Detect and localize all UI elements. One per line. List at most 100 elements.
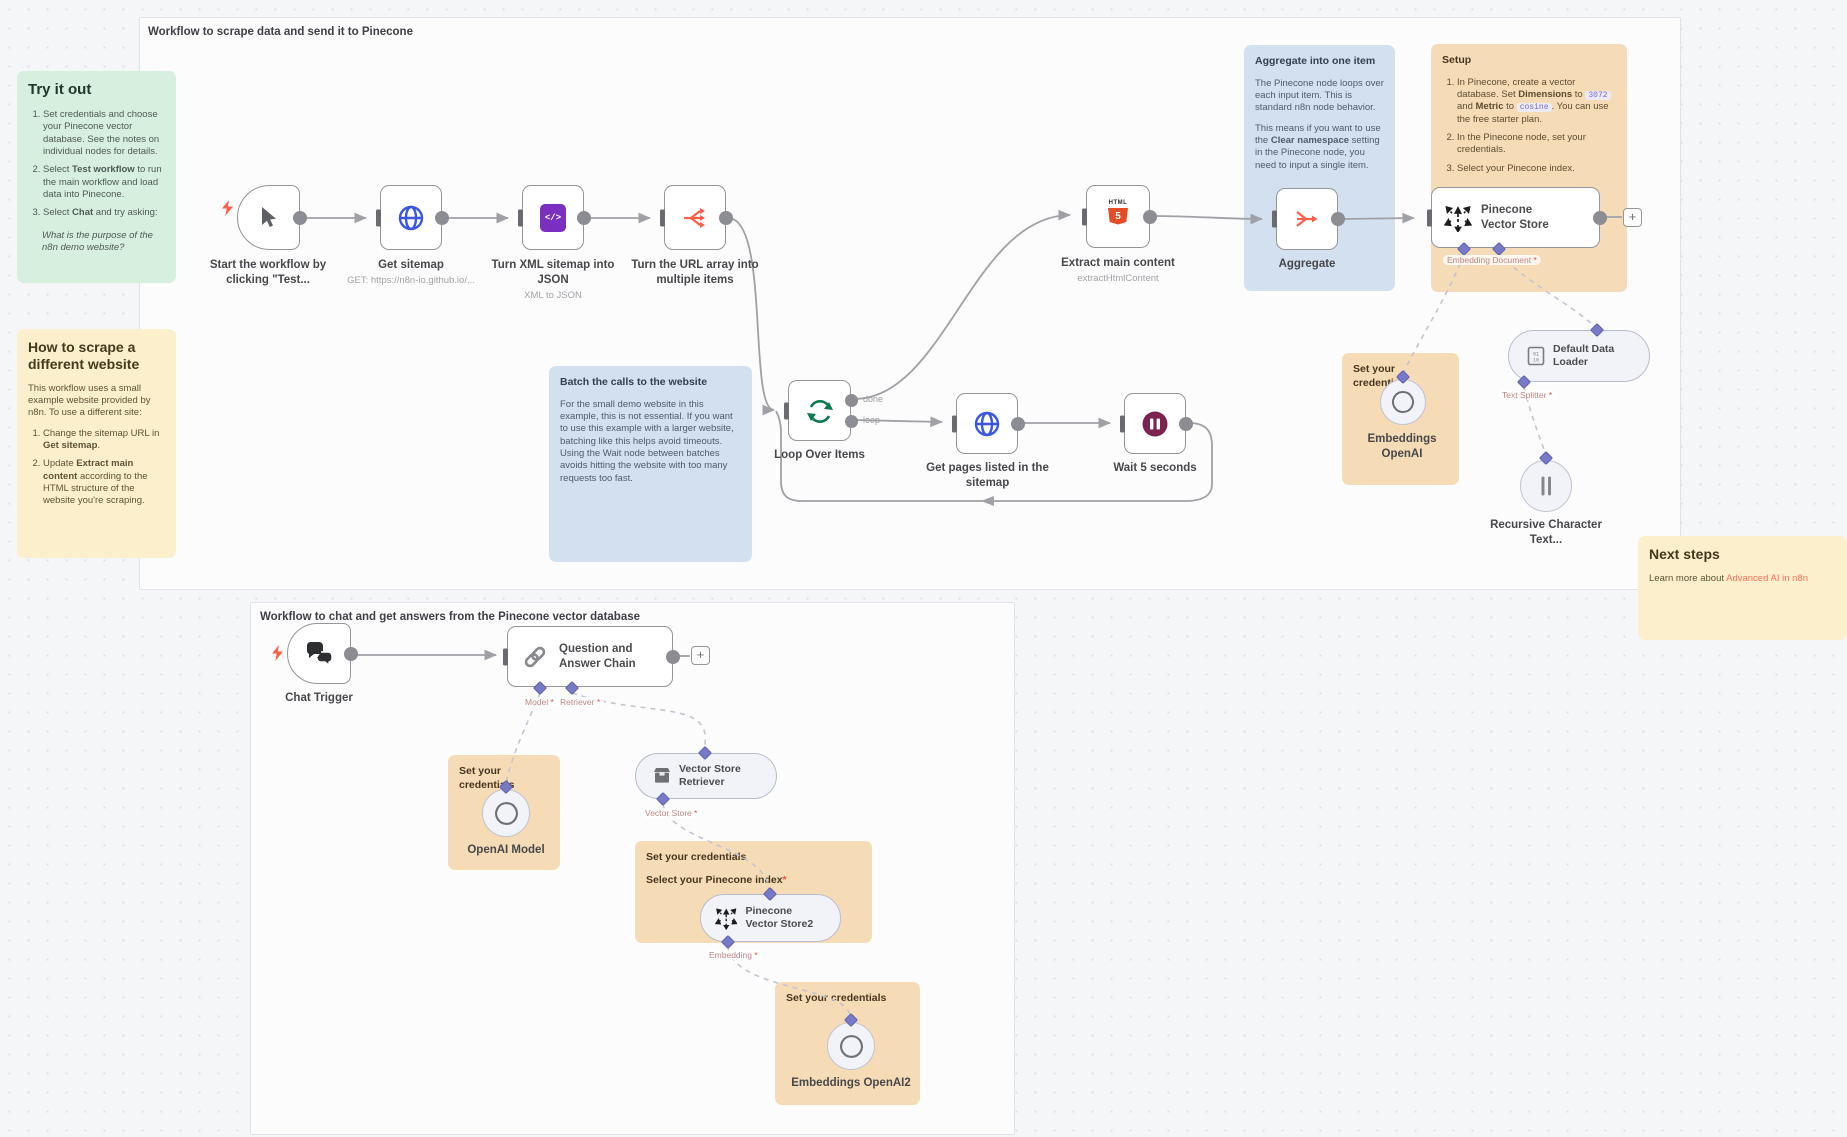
- node-start-trigger[interactable]: [237, 185, 307, 250]
- node-loop-over-items[interactable]: [784, 380, 858, 441]
- node-title: Default Data Loader: [1553, 342, 1615, 368]
- sticky-aggregate-info[interactable]: Aggregate into one item The Pinecone nod…: [1244, 45, 1395, 291]
- main-workflow-title: Workflow to scrape data and send it to P…: [148, 26, 413, 38]
- input-port[interactable]: [1272, 210, 1277, 228]
- svg-text:5: 5: [1115, 211, 1121, 222]
- node-label-url-array: Turn the URL array into multiple items: [631, 259, 759, 286]
- node-aggregate[interactable]: [1272, 188, 1345, 250]
- node-title: Pinecone Vector Store: [1481, 204, 1549, 231]
- svg-text:10: 10: [1533, 358, 1539, 364]
- node-label-get-pages: Get pages listed in the sitemap: [926, 462, 1049, 489]
- input-port[interactable]: [784, 402, 789, 419]
- note-paragraph: The Pinecone node loops over each input …: [1255, 77, 1384, 114]
- trigger-bolt-icon: [272, 645, 283, 661]
- sticky-try-it-out[interactable]: Try it out Set credentials and choose yo…: [17, 71, 176, 283]
- node-title: Question and Answer Chain: [559, 643, 636, 670]
- note-quote: What is the purpose of the n8n demo webs…: [42, 229, 153, 254]
- node-wait[interactable]: [1120, 393, 1193, 454]
- node-label-wait: Wait 5 seconds: [1113, 462, 1197, 474]
- sticky-next-steps[interactable]: Next steps Learn more about Advanced AI …: [1638, 536, 1847, 640]
- add-node-button[interactable]: +: [691, 646, 710, 665]
- node-label-extract: Extract main content extractHtmlContent: [1061, 257, 1175, 284]
- output-port[interactable]: [435, 210, 449, 225]
- port-label-embedding: Embedding *: [705, 950, 762, 960]
- sticky-batch[interactable]: Batch the calls to the website For the s…: [549, 366, 752, 562]
- output-port[interactable]: [1143, 209, 1157, 224]
- chat-icon: [306, 641, 333, 666]
- note-step: In Pinecone, create a vector database. S…: [1457, 77, 1616, 126]
- input-port[interactable]: [1427, 209, 1432, 226]
- output-port[interactable]: [293, 210, 307, 225]
- node-pinecone-vector-store2[interactable]: Pinecone Vector Store2: [700, 894, 841, 942]
- note-step: Select Test workflow to run the main wor…: [43, 164, 165, 201]
- node-chat-trigger[interactable]: [287, 623, 358, 684]
- output-port[interactable]: [344, 646, 358, 661]
- node-default-data-loader[interactable]: 01 10 Default Data Loader: [1508, 330, 1650, 382]
- node-pinecone-vector-store[interactable]: Pinecone Vector Store: [1427, 187, 1607, 248]
- note-title: Next steps: [1649, 546, 1720, 562]
- output-port-done[interactable]: [845, 394, 858, 407]
- chain-link-icon: [524, 646, 546, 667]
- port-label-embedding-document: Embedding Document *: [1443, 255, 1541, 265]
- node-get-pages[interactable]: [952, 393, 1025, 454]
- input-port[interactable]: [518, 209, 523, 226]
- port-label-vector-store: Vector Store *: [641, 808, 702, 818]
- node-openai-model[interactable]: [482, 789, 530, 837]
- input-port[interactable]: [952, 415, 957, 432]
- openai-icon: [494, 801, 518, 825]
- note-title: Set your credentials: [646, 851, 747, 863]
- node-label-embeddings-openai2: Embeddings OpenAI2: [791, 1077, 911, 1089]
- output-port-loop[interactable]: [845, 415, 858, 428]
- output-label-done: done: [863, 394, 884, 404]
- node-vector-store-retriever[interactable]: Vector Store Retriever: [635, 753, 777, 799]
- pinecone-icon: [715, 908, 738, 930]
- output-port[interactable]: [577, 210, 591, 225]
- output-port[interactable]: [1011, 416, 1025, 431]
- pinecone-icon: [1444, 205, 1472, 232]
- input-port[interactable]: [1082, 208, 1087, 225]
- advanced-ai-link[interactable]: Advanced AI in n8n: [1726, 572, 1808, 584]
- port-label-retriever: Retriever *: [556, 697, 605, 707]
- note-step: Select your Pinecone index.: [1457, 163, 1616, 175]
- loop-icon: [806, 399, 833, 423]
- input-port[interactable]: [503, 648, 508, 665]
- node-label-get-sitemap: Get sitemap GET: https://n8n-io.github.i…: [347, 259, 475, 286]
- output-port[interactable]: [1593, 210, 1607, 225]
- node-get-sitemap[interactable]: [376, 185, 449, 250]
- output-port[interactable]: [1179, 416, 1193, 431]
- input-port[interactable]: [1120, 415, 1125, 432]
- note-title: Set your credentials: [459, 765, 515, 791]
- package-icon: [654, 768, 670, 783]
- note-title: Try it out: [28, 81, 92, 98]
- note-paragraph: For the small demo website in this examp…: [560, 398, 734, 484]
- input-port[interactable]: [376, 209, 381, 226]
- sticky-scrape-different[interactable]: How to scrape a different website This w…: [17, 329, 176, 558]
- binary-file-icon: 01 10: [1527, 346, 1545, 366]
- split-items-icon: [684, 207, 705, 228]
- note-title: Aggregate into one item: [1255, 55, 1376, 67]
- node-label-recursive: Recursive Character Text...: [1490, 519, 1602, 546]
- node-url-array[interactable]: [660, 185, 733, 250]
- node-embeddings-openai[interactable]: [1380, 379, 1426, 425]
- node-embeddings-openai2[interactable]: [827, 1022, 875, 1070]
- node-recursive-character-text-splitter[interactable]: [1520, 460, 1572, 512]
- node-label-start: Start the workflow by clicking "Test...: [209, 259, 327, 286]
- note-title: How to scrape a different website: [28, 339, 140, 372]
- openai-icon: [839, 1034, 863, 1058]
- node-label-aggregate: Aggregate: [1278, 258, 1336, 270]
- output-port[interactable]: [1331, 212, 1345, 226]
- node-xml-to-json[interactable]: </>: [518, 185, 591, 250]
- node-title: Vector Store Retriever: [679, 762, 741, 788]
- node-extract-main-content[interactable]: HTML 5: [1082, 185, 1157, 248]
- node-qa-chain[interactable]: Question and Answer Chain: [503, 626, 680, 687]
- note-intro: This workflow uses a small example websi…: [28, 382, 151, 419]
- add-node-button[interactable]: +: [1623, 208, 1642, 227]
- port-label-model: Model *: [521, 697, 558, 707]
- output-port[interactable]: [719, 210, 733, 225]
- text-splitter-icon: [1541, 476, 1551, 496]
- node-label-xml-to-json: Turn XML sitemap into JSON XML to JSON: [491, 259, 615, 301]
- node-title: Pinecone Vector Store2: [745, 904, 814, 930]
- input-port[interactable]: [660, 209, 665, 226]
- output-port[interactable]: [666, 649, 680, 664]
